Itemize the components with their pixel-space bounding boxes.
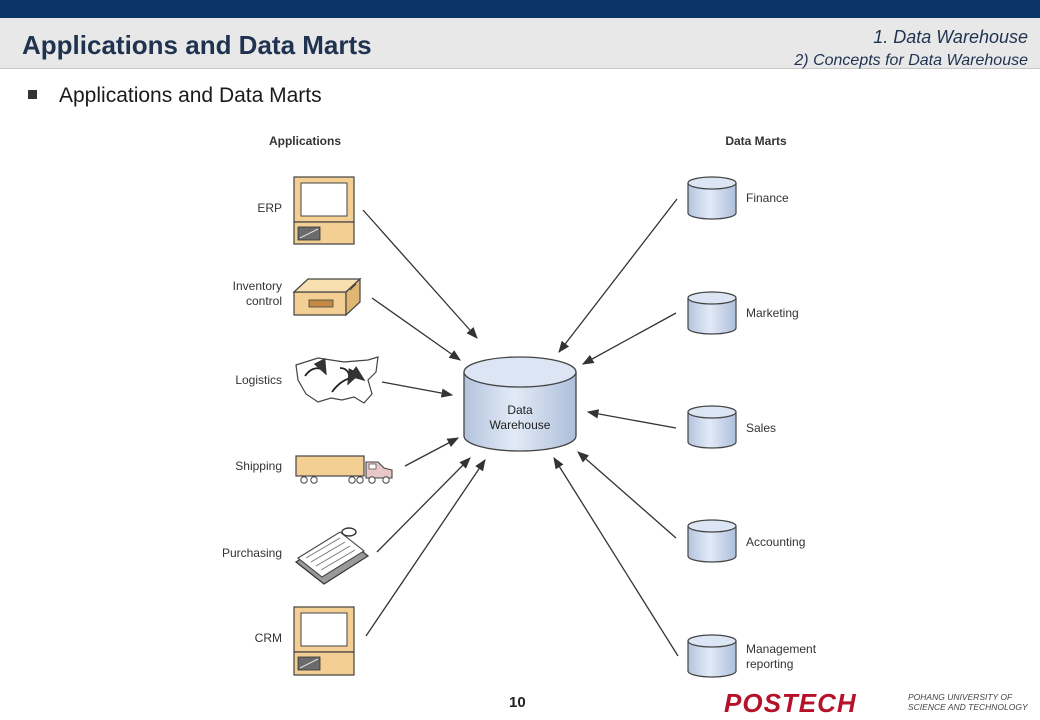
app-label: CRM [255, 631, 282, 645]
bullet-text: Applications and Data Marts [59, 84, 322, 107]
data-mart-label: Marketing [746, 306, 799, 320]
app-label: control [246, 294, 282, 308]
truck-icon [295, 455, 393, 484]
data-mart-arrows [553, 198, 679, 657]
data-warehouse-cylinder: Data Warehouse [463, 356, 577, 452]
data-mart-sales: Sales [687, 405, 776, 449]
subsection-heading: 2) Concepts for Data Warehouse [794, 52, 1028, 69]
data-mart-label: Sales [746, 421, 776, 435]
app-label: ERP [257, 201, 282, 215]
box-icon [292, 277, 362, 317]
data-mart-management-reporting: Management reporting [687, 634, 817, 678]
page-number: 10 [509, 694, 526, 711]
application-arrows [362, 209, 486, 637]
data-mart-label: Management [746, 642, 817, 656]
warehouse-label-line1: Data [507, 403, 533, 417]
arrow-erp [362, 209, 478, 339]
app-purchasing: Purchasing [222, 527, 370, 585]
arrow-accounting [577, 451, 677, 539]
arrow-finance [558, 198, 678, 353]
warehouse-label-line2: Warehouse [490, 418, 551, 432]
data-marts-header: Data Marts [725, 134, 787, 148]
square-bullet-icon [28, 89, 37, 99]
applications-header: Applications [269, 134, 341, 148]
slide-title: Applications and Data Marts [22, 30, 372, 60]
database-icon [687, 405, 737, 449]
app-crm: CRM [255, 606, 355, 676]
app-label: Shipping [235, 459, 282, 473]
database-icon [687, 291, 737, 335]
logo-subtitle-line1: POHANG UNIVERSITY OF [908, 692, 1013, 702]
postech-logo: POSTECH POHANG UNIVERSITY OF SCIENCE AND… [724, 688, 1028, 719]
computer-icon [293, 606, 355, 676]
section-heading: 1. Data Warehouse [873, 27, 1028, 47]
data-mart-label: Finance [746, 191, 789, 205]
data-warehouse-diagram: Applications Data Marts Data Warehouse E… [222, 134, 817, 678]
logo-wordmark: POSTECH [724, 688, 857, 718]
app-label: Logistics [235, 373, 282, 387]
logo-subtitle-line2: SCIENCE AND TECHNOLOGY [908, 702, 1028, 712]
data-mart-accounting: Accounting [687, 519, 805, 563]
arrow-inventory [371, 297, 461, 361]
app-label: Purchasing [222, 546, 282, 560]
app-logistics: Logistics [235, 356, 379, 404]
app-erp: ERP [257, 176, 355, 245]
clipboard-icon [294, 527, 370, 585]
arrow-marketing [581, 312, 677, 365]
arrow-crm [365, 459, 486, 637]
app-inventory-control: Inventory control [233, 277, 362, 317]
arrow-sales [586, 409, 677, 429]
app-shipping: Shipping [235, 455, 393, 484]
map-icon [295, 356, 379, 404]
bullet-item: Applications and Data Marts [28, 84, 322, 108]
arrow-management [553, 457, 679, 657]
header-band [0, 18, 1040, 69]
data-mart-finance: Finance [687, 176, 789, 220]
database-icon [687, 519, 737, 563]
database-icon [687, 634, 737, 678]
arrow-purchasing [376, 457, 471, 553]
data-mart-label: reporting [746, 657, 793, 671]
arrow-shipping [404, 437, 460, 467]
database-icon [687, 176, 737, 220]
computer-icon [293, 176, 355, 245]
data-mart-label: Accounting [746, 535, 805, 549]
data-mart-marketing: Marketing [687, 291, 799, 335]
top-bar [0, 0, 1040, 18]
logo-subtitle: POHANG UNIVERSITY OF SCIENCE AND TECHNOL… [908, 692, 1028, 712]
arrow-logistics [381, 381, 454, 398]
app-label: Inventory [233, 279, 282, 293]
